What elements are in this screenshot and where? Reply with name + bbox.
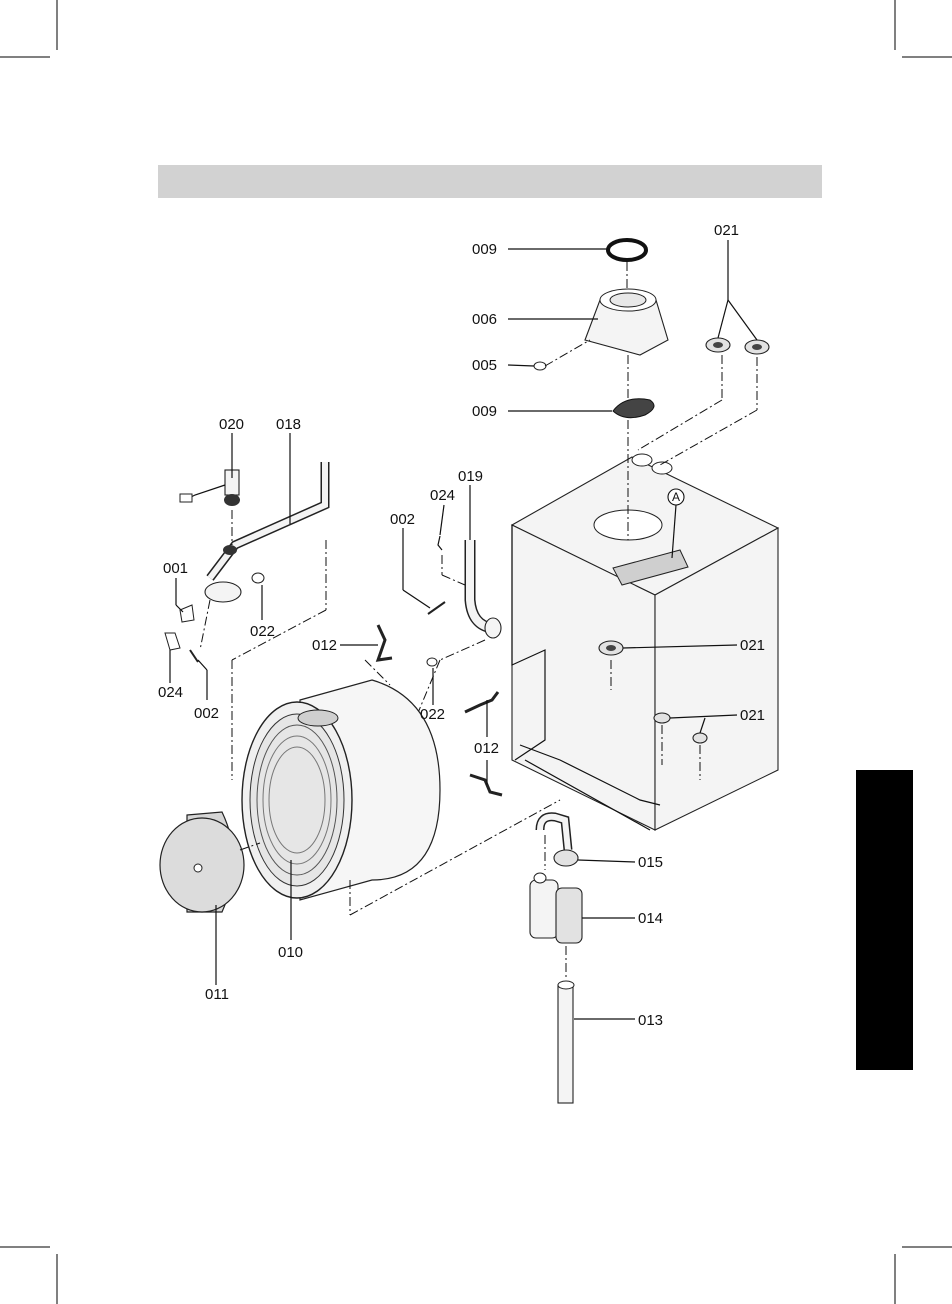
marker-a-label: A <box>672 490 680 504</box>
label-006: 006 <box>472 311 497 328</box>
label-002-mid: 002 <box>390 511 415 528</box>
label-012-top: 012 <box>312 637 337 654</box>
label-002-left: 002 <box>194 705 219 722</box>
label-024-left: 024 <box>158 684 183 701</box>
label-014: 014 <box>638 910 663 927</box>
label-020: 020 <box>219 416 244 433</box>
label-009-bottom: 009 <box>472 403 497 420</box>
label-011: 011 <box>205 986 229 1003</box>
label-015: 015 <box>638 854 663 871</box>
label-021-mid: 021 <box>740 637 765 654</box>
label-013: 013 <box>638 1012 663 1029</box>
label-009-top: 009 <box>472 241 497 258</box>
pump-assembly <box>530 817 582 1103</box>
boiler-casing <box>512 454 778 830</box>
label-019: 019 <box>458 468 483 485</box>
label-010: 010 <box>278 944 303 961</box>
pipe-019-group <box>415 536 501 720</box>
label-024-mid: 024 <box>430 487 455 504</box>
label-021-top: 021 <box>714 222 739 239</box>
grommets-021-top <box>638 338 769 465</box>
label-012-bottom: 012 <box>474 740 499 757</box>
label-022-left: 022 <box>250 623 275 640</box>
label-021-lower: 021 <box>740 707 765 724</box>
label-005: 005 <box>472 357 497 374</box>
label-022-mid: 022 <box>420 706 445 723</box>
label-001: 001 <box>163 560 188 577</box>
label-018: 018 <box>276 416 301 433</box>
